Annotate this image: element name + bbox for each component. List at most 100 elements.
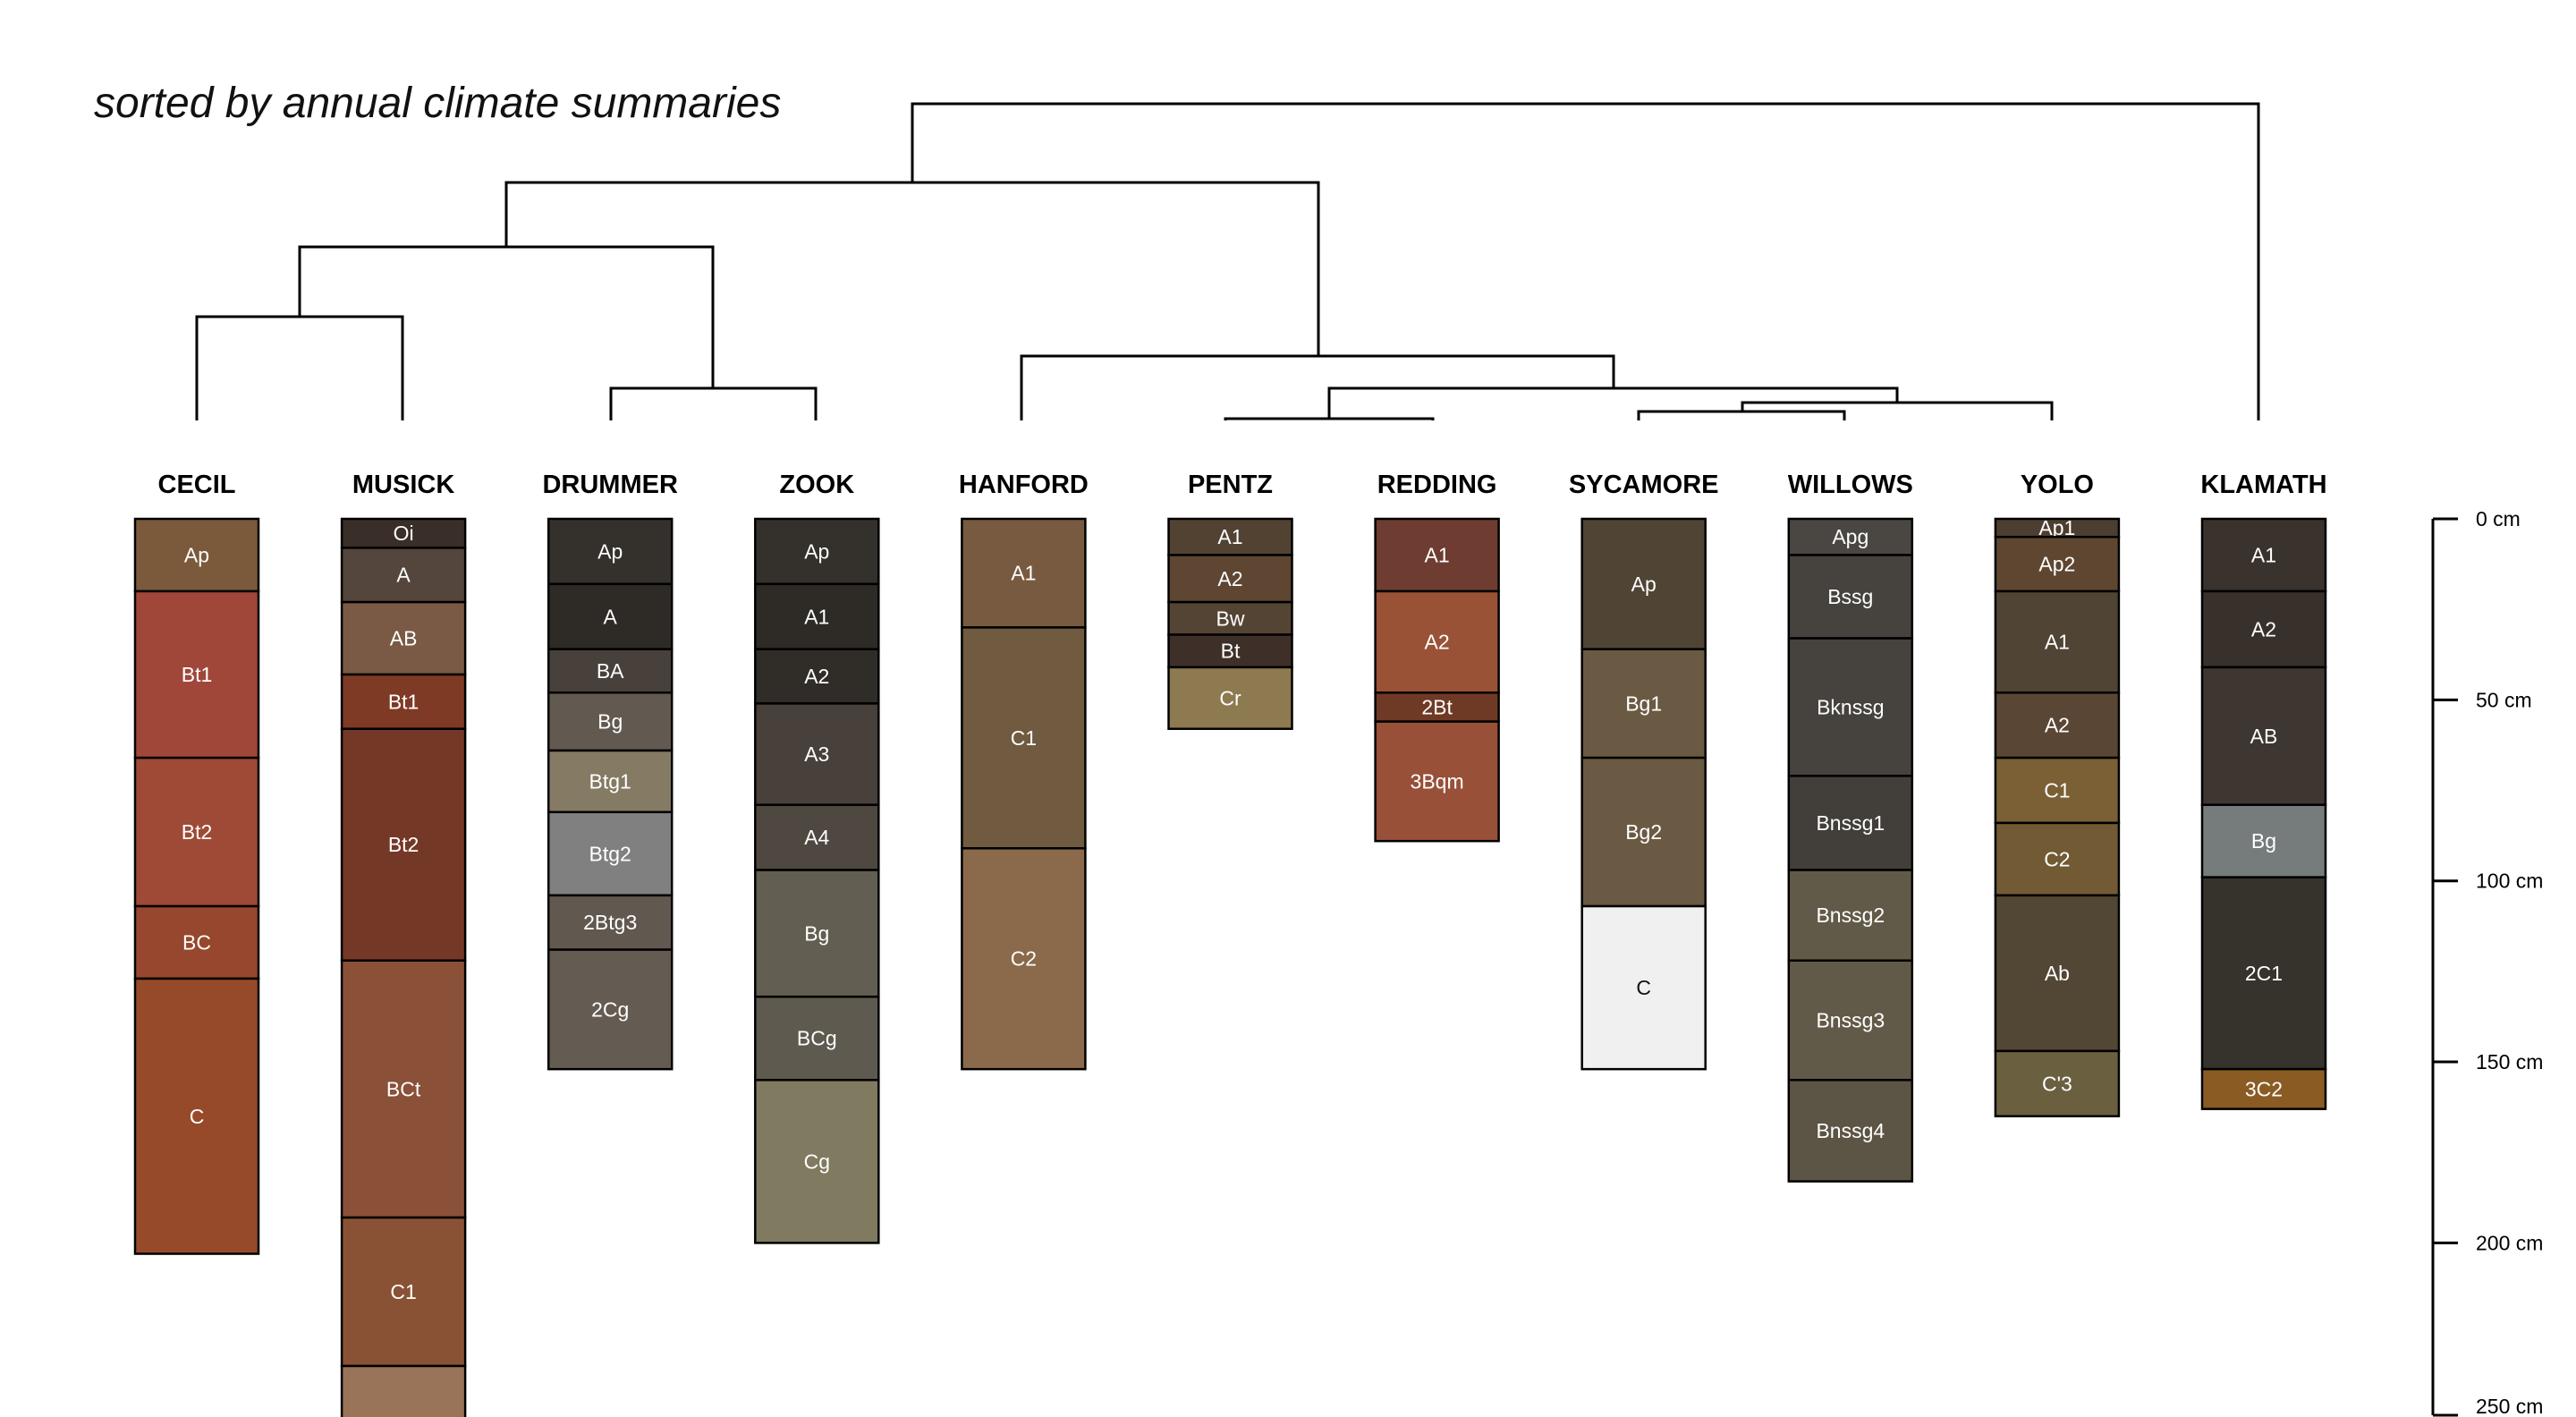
horizon-label: Apg: [1832, 525, 1868, 548]
horizon-label: A2: [2045, 714, 2070, 737]
horizon-label: A1: [1217, 525, 1242, 548]
depth-tick-label: 0 cm: [2476, 507, 2521, 530]
horizon-label: Bnssg3: [1816, 1009, 1885, 1032]
horizon-label: 2Btg3: [583, 911, 637, 934]
horizon-label: Bt1: [182, 663, 213, 686]
figure-title: sorted by annual climate summaries: [94, 80, 781, 127]
horizon-block: [1374, 517, 1500, 593]
horizon-block: [1167, 633, 1293, 669]
horizon-label: AB: [2250, 725, 2278, 748]
horizon-block: [1787, 1079, 1914, 1183]
horizon-block: [1580, 904, 1707, 1071]
horizon-block: [1374, 720, 1500, 843]
horizon-block: [547, 948, 674, 1071]
horizon-block: [547, 692, 674, 752]
horizon-label: BCt: [386, 1077, 421, 1100]
horizon-label: Bg1: [1625, 692, 1662, 715]
horizon-block: [754, 582, 880, 650]
horizon-block: [133, 756, 260, 908]
profile-name: YOLO: [2021, 471, 2094, 499]
horizon-label: C: [190, 1105, 205, 1128]
depth-tick-label: 200 cm: [2476, 1231, 2543, 1254]
horizon-block: [547, 648, 674, 694]
profile-name: WILLOWS: [1788, 471, 1913, 499]
horizon-block: [340, 1216, 467, 1368]
horizon-label: AB: [390, 627, 418, 650]
horizon-label: A2: [1217, 567, 1242, 590]
horizon-label: 3C2: [2245, 1077, 2283, 1100]
horizon-label: Bg: [2251, 829, 2276, 853]
horizon-block: [547, 582, 674, 650]
horizon-block: [1787, 554, 1914, 640]
horizon-label: Cg: [804, 1150, 830, 1173]
horizon-block: [1167, 600, 1293, 636]
horizon-label: Btg1: [589, 769, 631, 793]
horizon-block: [1994, 590, 2121, 694]
horizon-label: A3: [804, 742, 829, 766]
horizon-label: Bnssg4: [1816, 1119, 1885, 1142]
horizon-label: Ap1: [2038, 516, 2075, 539]
horizon-label: C2: [1011, 947, 1037, 971]
horizon-label: Bnssg1: [1816, 811, 1885, 835]
horizon-block: [2200, 517, 2327, 593]
horizon-label: Bt2: [388, 833, 419, 856]
horizon-label: 2Cg: [591, 997, 629, 1021]
horizon-block: [340, 673, 467, 730]
horizon-block: [340, 600, 467, 676]
horizon-label: Bt2: [182, 820, 213, 844]
horizon-label: Ap: [184, 543, 209, 566]
horizon-block: [1994, 821, 2121, 897]
soil-profiles: CECILApBt1Bt2BCCMUSICKOiAABBt1Bt2BCtC1DR…: [133, 471, 2327, 1417]
horizon-block: [1787, 775, 1914, 871]
horizon-label: A4: [804, 826, 829, 849]
horizon-block: [961, 847, 1087, 1071]
horizon-block: [340, 547, 467, 604]
horizon-block: [1787, 637, 1914, 777]
horizon-label: C: [1636, 976, 1651, 999]
horizon-block: [754, 995, 880, 1082]
horizon-label: Ap2: [2038, 553, 2075, 576]
profile-name: DRUMMER: [542, 471, 677, 499]
horizon-block: [547, 749, 674, 814]
dendrogram-branch: [1224, 417, 1435, 420]
horizon-label: Bg2: [1625, 820, 1662, 844]
horizon-block: [133, 904, 260, 980]
horizon-label: Bt1: [388, 690, 419, 713]
horizon-block: [340, 727, 467, 962]
profile-name: ZOOK: [779, 471, 854, 499]
horizon-label: C2: [2044, 847, 2070, 870]
depth-tick-label: 250 cm: [2476, 1395, 2543, 1417]
horizon-label: A: [604, 605, 618, 628]
horizon-block: [133, 977, 260, 1255]
horizon-block: [1580, 517, 1707, 650]
depth-tick-label: 150 cm: [2476, 1050, 2543, 1073]
horizon-block: [754, 803, 880, 871]
horizon-block: [1167, 554, 1293, 604]
horizon-block: [1994, 1049, 2121, 1118]
horizon-block: [754, 648, 880, 705]
profile-name: CECIL: [158, 471, 236, 499]
horizon-label: A2: [804, 665, 829, 688]
horizon-block: [2200, 803, 2327, 878]
horizon-block: [340, 1364, 467, 1417]
horizon-label: 2C1: [2245, 962, 2283, 985]
horizon-block: [1994, 692, 2121, 759]
horizon-label: BA: [597, 659, 624, 683]
horizon-label: A1: [2251, 543, 2276, 566]
horizon-label: BCg: [797, 1027, 837, 1050]
horizon-label: 3Bqm: [1411, 769, 1464, 793]
horizon-block: [340, 517, 467, 549]
horizon-label: A: [396, 564, 411, 587]
horizon-block: [1167, 666, 1293, 730]
horizon-block: [547, 894, 674, 951]
horizon-block: [1787, 869, 1914, 962]
horizon-block: [133, 517, 260, 593]
horizon-block: [1994, 894, 2121, 1053]
horizon-label: BC: [182, 930, 211, 954]
horizon-label: Ab: [2045, 962, 2070, 985]
